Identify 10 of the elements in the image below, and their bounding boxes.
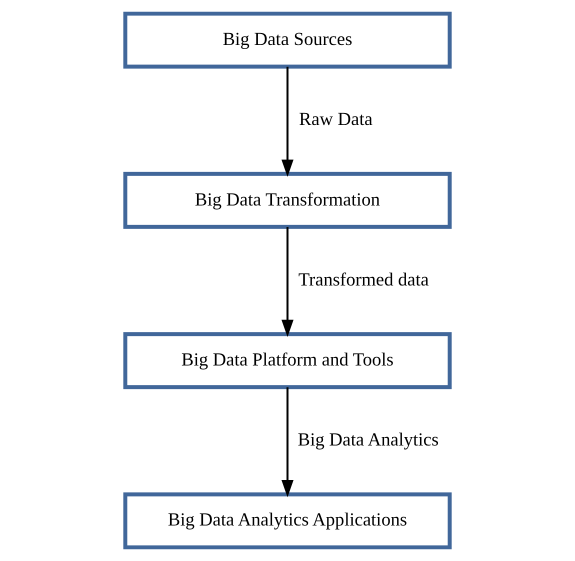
edge-label: Raw Data: [299, 109, 373, 130]
node-box: Big Data Platform and Tools: [123, 332, 452, 390]
node-box: Big Data Transformation: [123, 172, 452, 229]
node-box: Big Data Sources: [123, 12, 452, 69]
edge-label: Big Data Analytics: [298, 430, 439, 451]
arrow: [281, 227, 294, 338]
node-box: Big Data Analytics Applications: [123, 492, 452, 550]
arrow: [281, 387, 294, 498]
edge-label: Transformed data: [298, 269, 429, 290]
arrow: [281, 66, 294, 177]
